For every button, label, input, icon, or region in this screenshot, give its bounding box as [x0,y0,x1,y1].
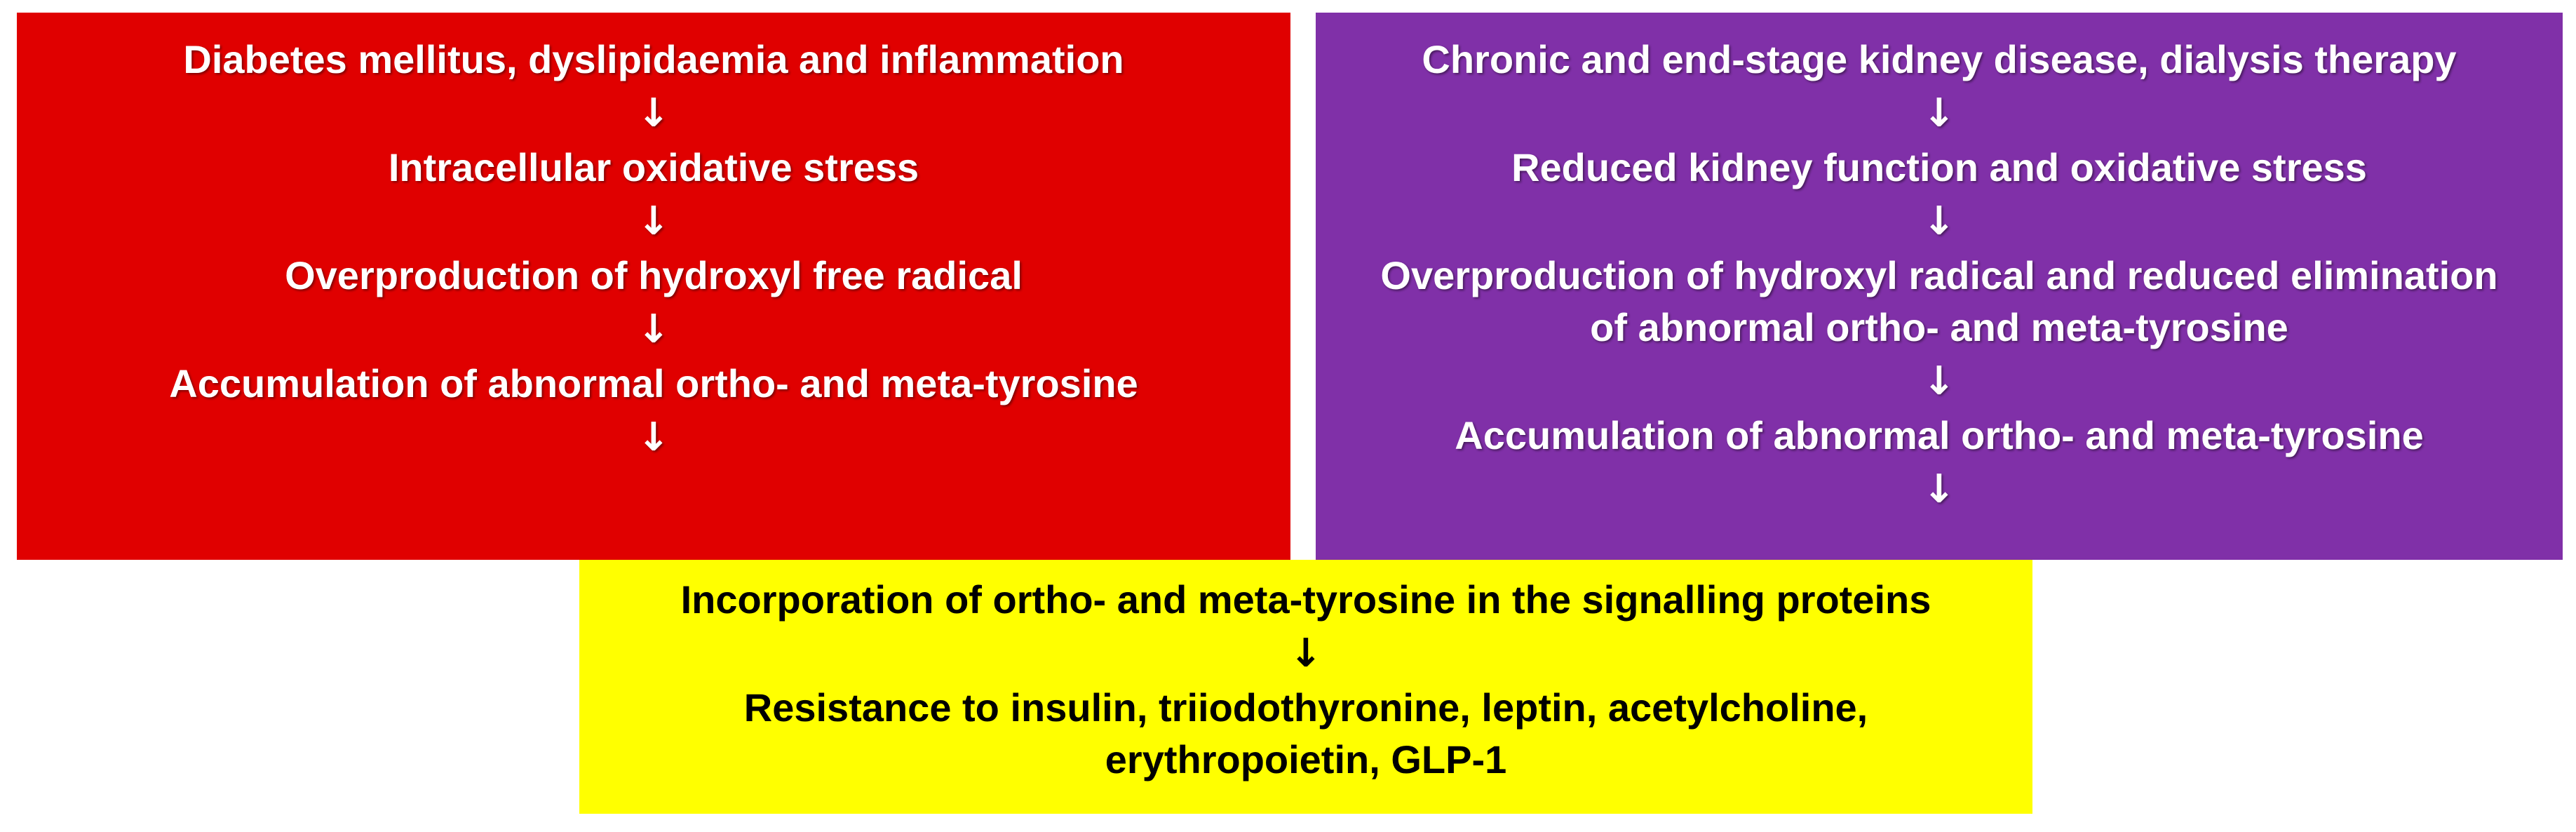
hormone-resistance-step-line2: erythropoietin, GLP-1 [1105,737,1507,781]
hydroxyl-overproduction-step: Overproduction of hydroxyl free radical [285,253,1023,297]
tyrosine-accumulation-step: Accumulation of abnormal ortho- and meta… [1455,413,2424,457]
down-arrow-icon: ↓ [1922,199,1956,244]
down-arrow-icon: ↓ [637,90,670,136]
down-arrow-icon: ↓ [1922,358,1956,404]
diabetes-cause-step: Diabetes mellitus, dyslipidaemia and inf… [183,37,1124,81]
down-arrow-icon: ↓ [637,199,670,244]
hormone-resistance-step-line1: Resistance to insulin, triiodothyronine,… [743,685,1868,730]
hydroxyl-overproduction-step-line1: Overproduction of hydroxyl radical and r… [1380,253,2498,297]
down-arrow-icon: ↓ [637,307,670,352]
down-arrow-icon: ↓ [637,415,670,460]
kidney-disease-cause-step: Chronic and end-stage kidney disease, di… [1422,37,2457,81]
down-arrow-icon: ↓ [1922,90,1956,136]
down-arrow-icon: ↓ [1289,631,1323,676]
protein-incorporation-step: Incorporation of ortho- and meta-tyrosin… [680,577,1931,622]
hydroxyl-overproduction-step-line2: of abnormal ortho- and meta-tyrosine [1590,305,2288,349]
outcome-box: Incorporation of ortho- and meta-tyrosin… [579,560,2032,814]
kidney-disease-pathway-box: Chronic and end-stage kidney disease, di… [1316,13,2563,560]
tyrosine-accumulation-step: Accumulation of abnormal ortho- and meta… [169,361,1138,405]
diabetes-pathway-box: Diabetes mellitus, dyslipidaemia and inf… [17,13,1290,560]
down-arrow-icon: ↓ [1922,467,1956,512]
oxidative-stress-step: Intracellular oxidative stress [388,145,919,189]
reduced-kidney-function-step: Reduced kidney function and oxidative st… [1511,145,2367,189]
